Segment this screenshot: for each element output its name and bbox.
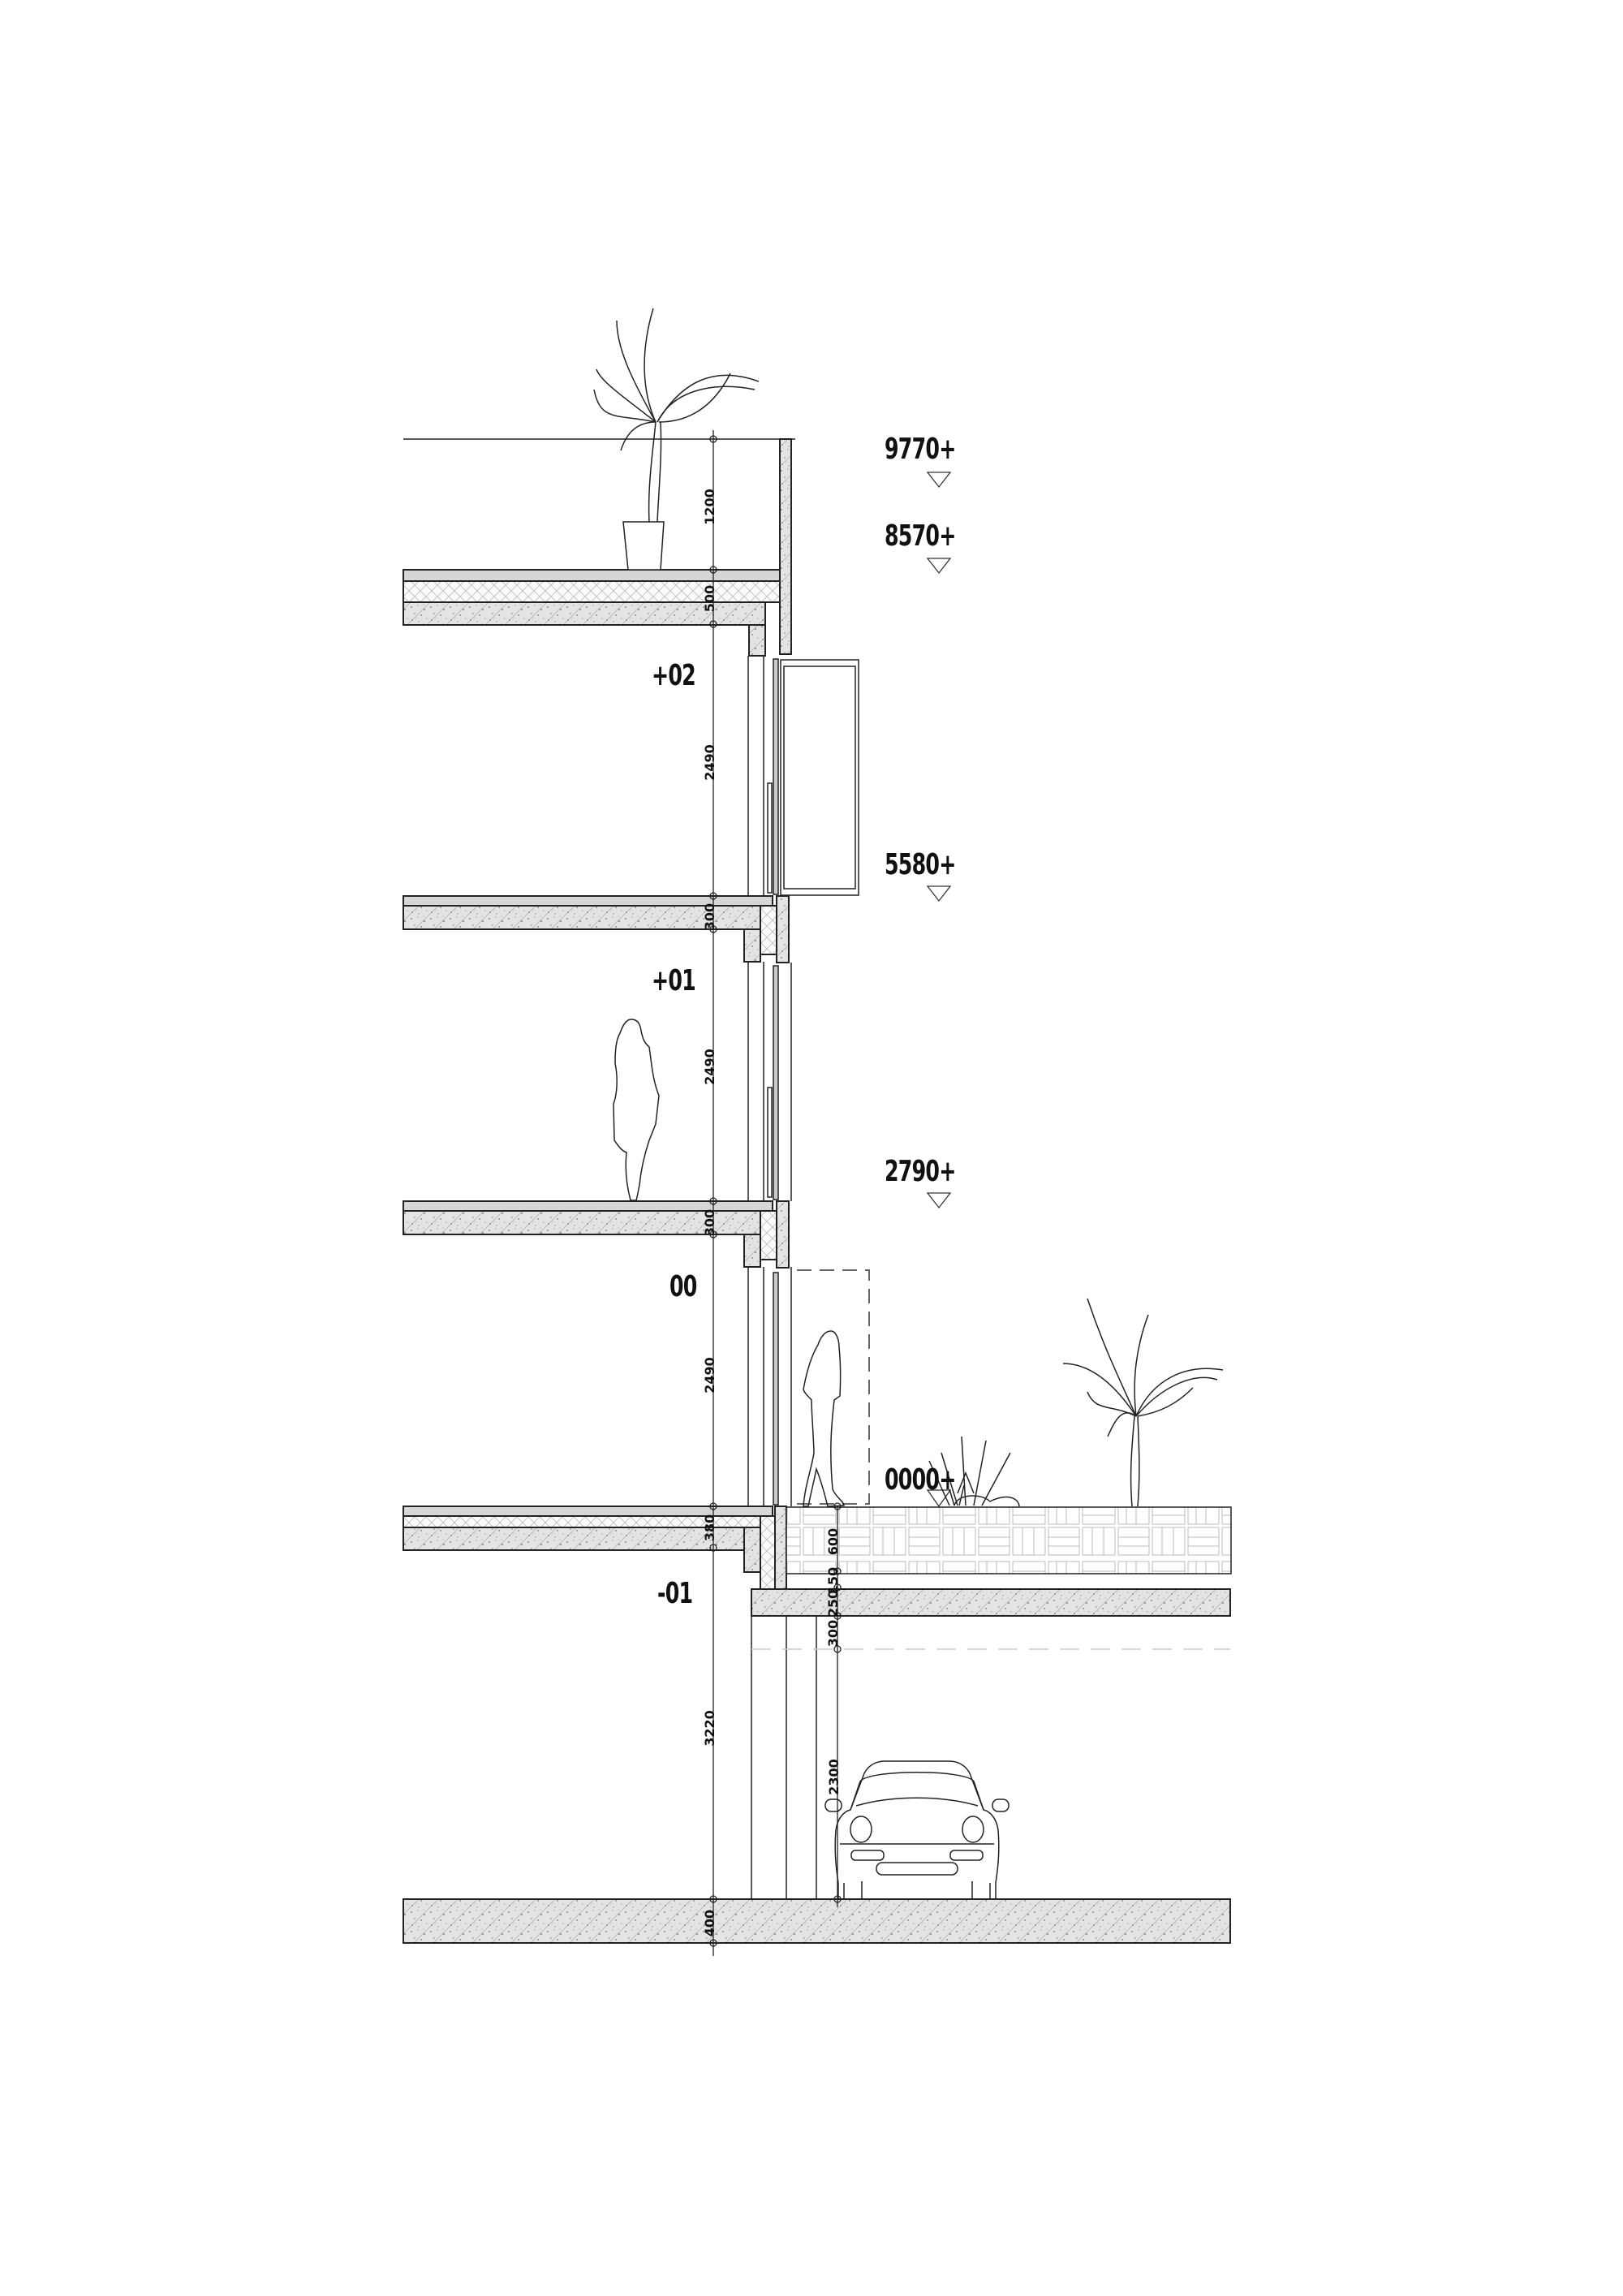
car-front-icon [824, 1760, 1010, 1899]
dim-car-clearance: 2300 [825, 1759, 842, 1795]
elevation-label-level-02: 5580+ [885, 848, 956, 881]
facade-glazing [747, 656, 870, 1506]
dim-slab-01: 300 [702, 1208, 718, 1237]
floor-label-01: +01 [652, 964, 696, 997]
dim-floor-02-height: 2490 [701, 744, 717, 781]
dim-floor-00-height: 2490 [701, 1357, 717, 1394]
dim-slab-00: 380 [702, 1514, 718, 1542]
palm-tree-icon [1062, 1298, 1224, 1507]
person-standing-icon [613, 1019, 660, 1201]
dim-slab-02: 300 [702, 902, 718, 931]
structure [403, 438, 1232, 1944]
dim-beam-zone: 300 [825, 1619, 842, 1648]
dim-parapet: 1200 [701, 489, 717, 525]
dimension-lines [709, 430, 842, 1956]
elevation-label-ground: 0000+ [885, 1463, 956, 1497]
person-walking-icon [803, 1330, 845, 1507]
elevation-markers [926, 472, 952, 1508]
elevation-label-level-01: 2790+ [885, 1155, 956, 1188]
floor-label-basement: -01 [657, 1577, 693, 1610]
dim-roof-slab: 500 [702, 584, 718, 613]
dim-foundation: 400 [702, 1909, 718, 1937]
elevation-label-roof-terrace: 8570+ [885, 519, 956, 553]
dim-planter-soil: 600 [825, 1527, 842, 1556]
floor-label-02: +02 [652, 659, 696, 692]
shrubs-icon [928, 1436, 1020, 1507]
dim-basement-height: 3220 [701, 1710, 717, 1747]
dim-planter-slab: 250 [825, 1589, 842, 1618]
potted-palm-icon [593, 308, 760, 571]
elevation-label-roof-parapet: 9770+ [885, 433, 956, 466]
floor-label-00: 00 [669, 1270, 697, 1303]
dim-floor-01-height: 2490 [701, 1049, 717, 1085]
